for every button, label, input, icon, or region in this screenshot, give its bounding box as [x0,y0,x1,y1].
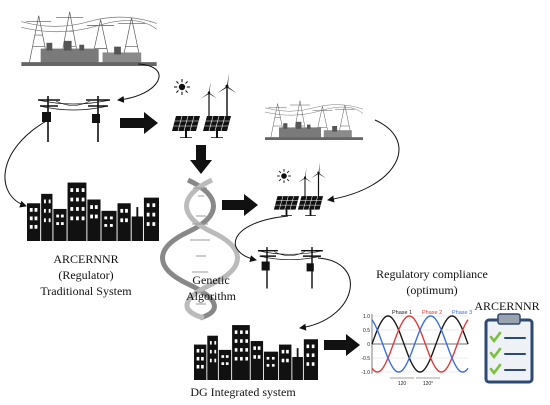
arrow-down-icon [190,145,212,174]
substation-icon [20,11,158,66]
phase-angle-label: 120° [423,381,433,387]
dna-helix-icon [160,177,240,321]
wind-turbine-icon [311,161,326,201]
phase-legend-label: Phase 2 [422,310,442,316]
phase-chart: 1.0 0.5 0 -0.5 -1.0 Phase 1 Phase 2 Phase 3 12… [361,310,472,387]
renewable-cluster-top [171,72,236,138]
renewable-cluster-mid [273,161,326,216]
regulator-label-line2: (Regulator) [58,268,113,282]
arrow-right-icon [120,112,158,134]
dg-integrated-label: DG Integrated system [190,385,296,399]
phase-angle-label: 120 [398,381,407,387]
solar-panel-icon [171,116,201,138]
phase-chart-ticks: 1.0 0.5 0 -0.5 -1.0 [361,314,370,376]
compliance-label-line1: Regulatory compliance [376,267,488,281]
regulator-label-line1: ARCERNNR [53,252,118,266]
connector-lines [4,63,400,331]
sun-icon [277,169,291,183]
phase-series-line [371,315,469,373]
solar-panel-icon [297,196,324,216]
wind-turbine-icon [201,82,217,120]
phase-y-tick-label: 0 [367,342,370,348]
phase-series-line [371,315,469,373]
wind-turbine-icon [218,72,236,120]
city-skyline-icon [27,182,159,241]
phase-y-tick-label: -1.0 [361,370,370,376]
power-pole-icon [258,246,324,290]
compliance-label-line2: (optimum) [406,283,457,297]
substation-icon [264,100,364,140]
city-skyline-icon [194,325,318,380]
flow-arrows [120,112,360,356]
phase-y-tick-label: 0.5 [363,328,370,334]
phase-chart-legend: Phase 1 Phase 2 Phase 3 [392,310,472,316]
phase-y-tick-label: -0.5 [361,356,370,362]
solar-panel-icon [202,116,232,138]
arrow-right-icon [222,194,258,216]
phase-angle-markers: 120 120° [390,377,440,387]
phase-chart-series [371,315,469,373]
phase-y-tick-label: 1.0 [363,314,370,320]
arcernnr-label: ARCERNNR [474,299,539,313]
phase-legend-label: Phase 1 [392,310,412,316]
arrow-right-icon [324,334,360,356]
sun-icon [174,79,190,95]
power-pole-icon [38,95,111,142]
clipboard-checklist-icon [484,313,534,384]
genetic-label-line1: Genetic [192,273,229,287]
phase-legend-label: Phase 3 [452,310,472,316]
solar-panel-icon [273,196,300,216]
genetic-label-line2: Algorithm [186,289,237,303]
regulator-label-line3: Traditional System [40,284,132,298]
